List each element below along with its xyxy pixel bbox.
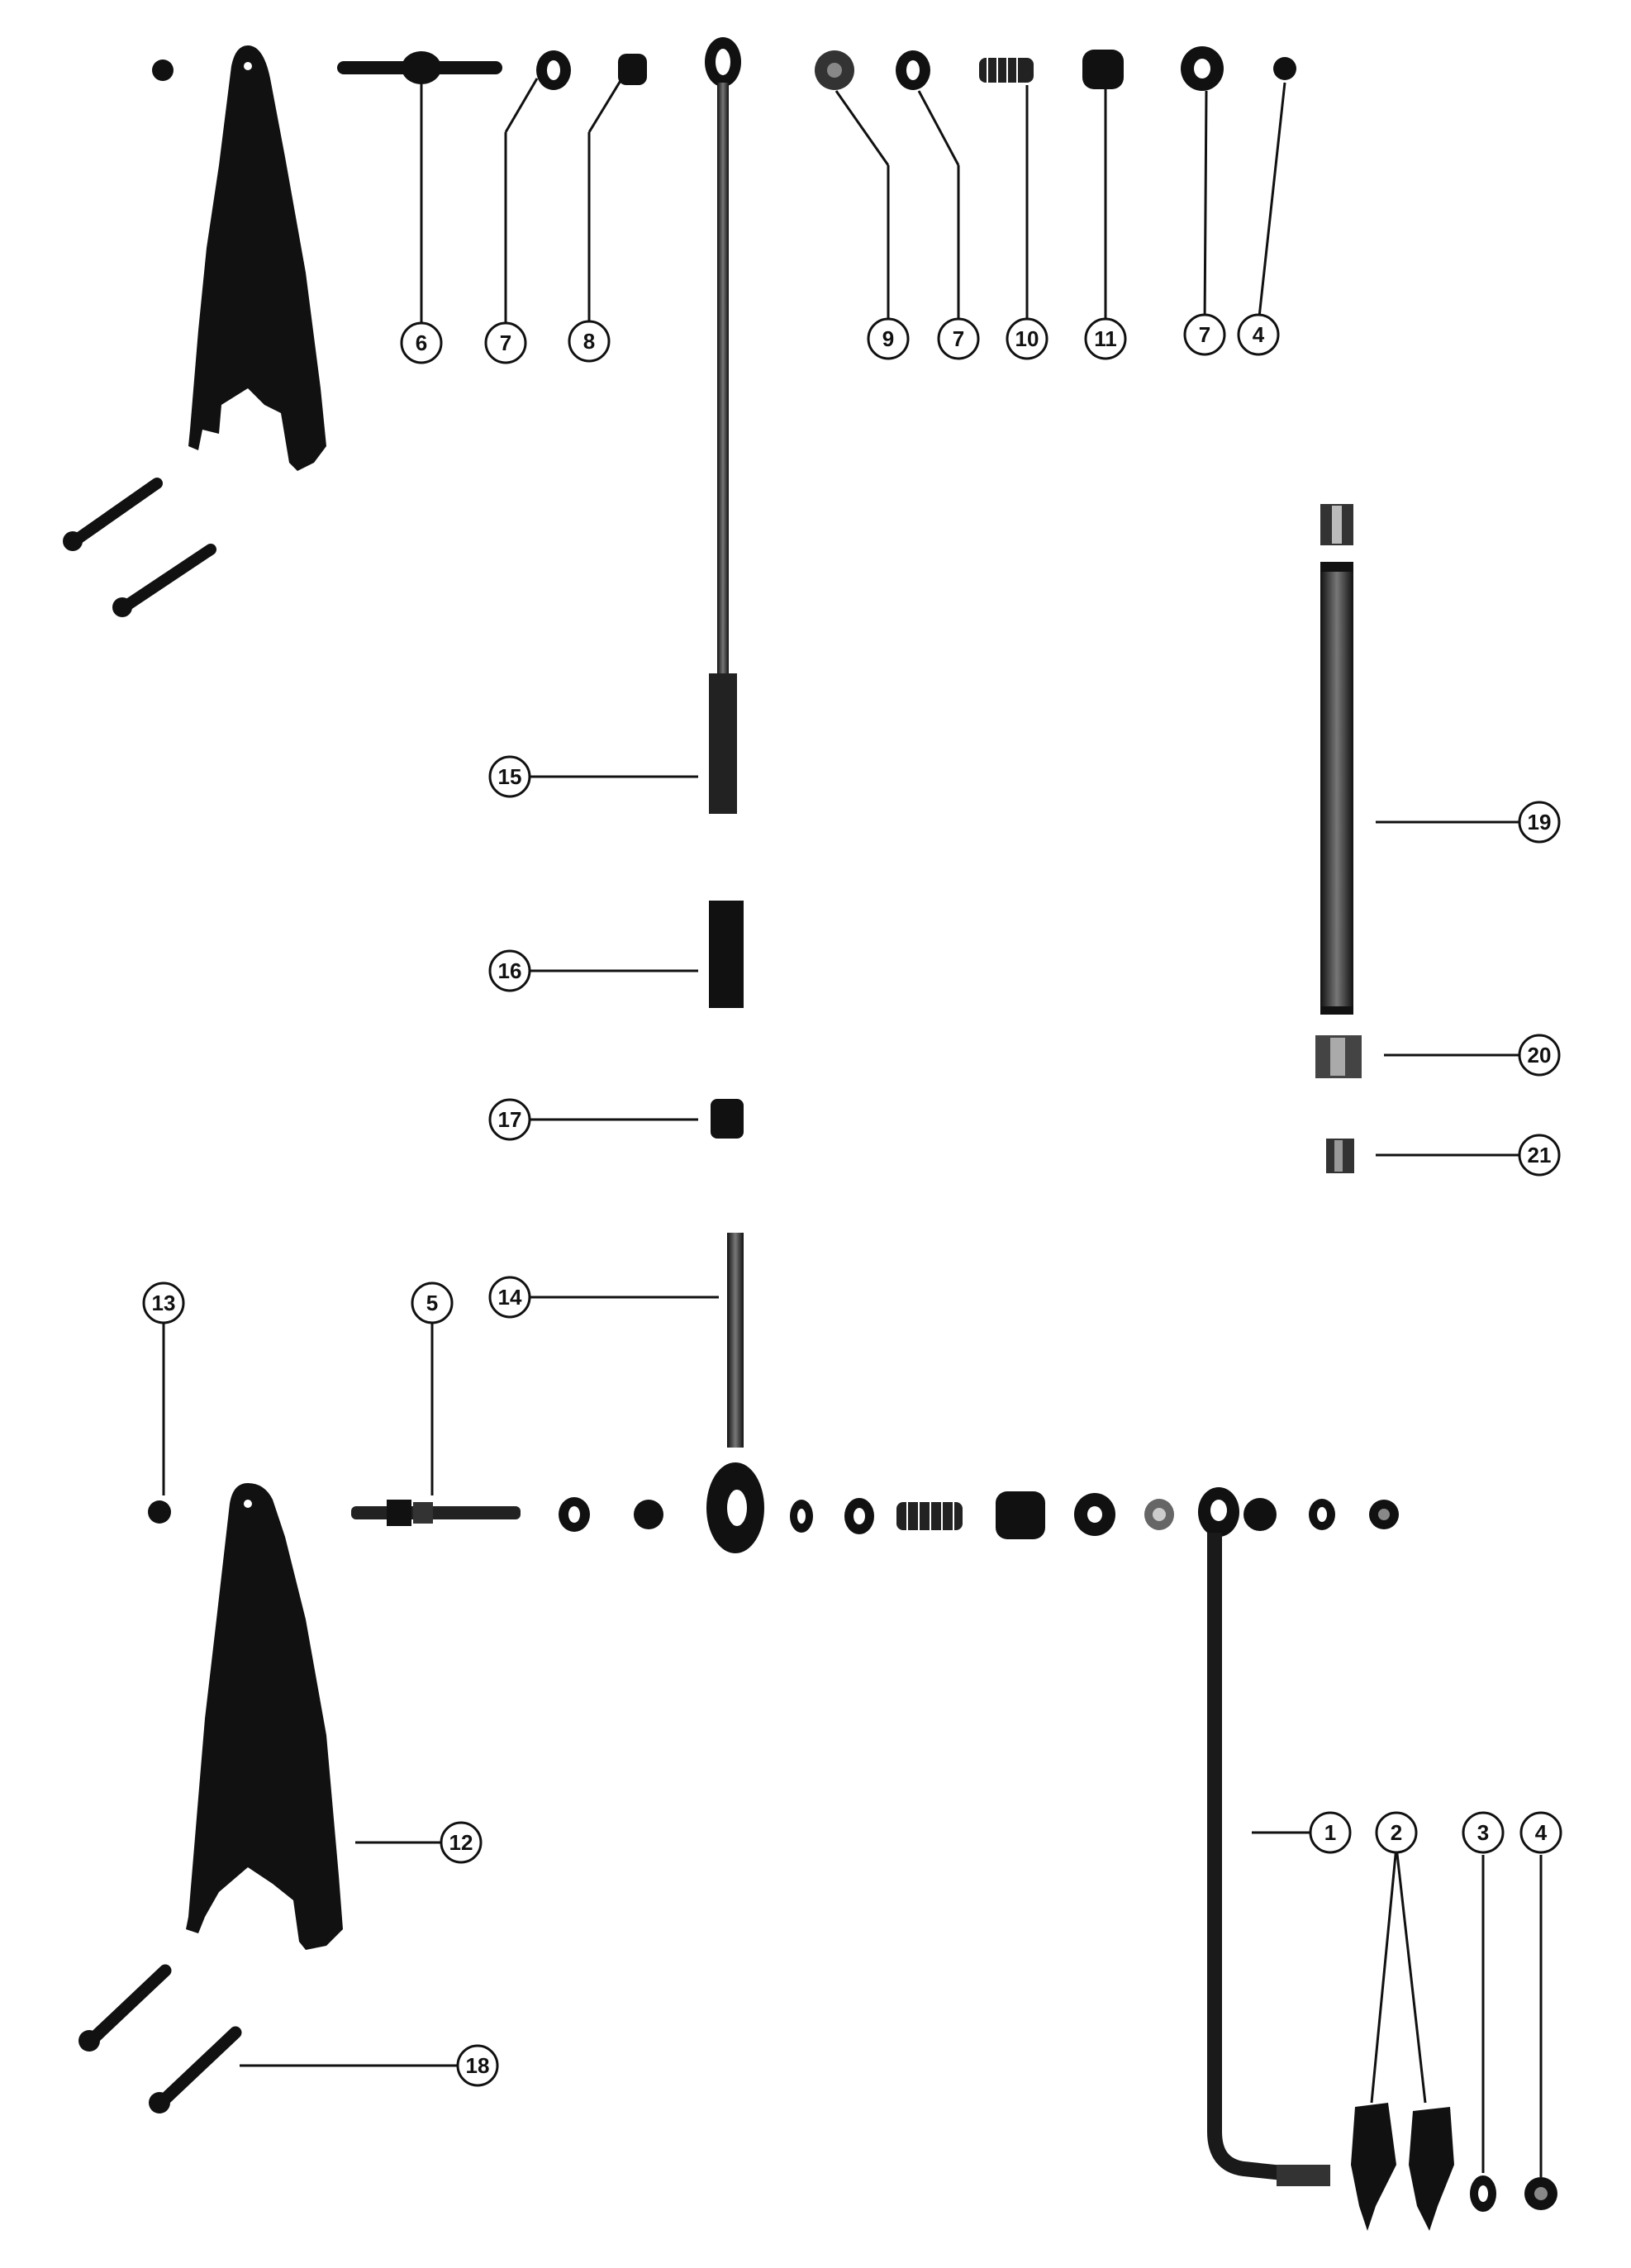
callout-21: 21 — [1518, 1134, 1561, 1177]
svg-text:1: 1 — [1324, 1820, 1336, 1845]
callout-16: 16 — [488, 949, 531, 992]
svg-text:5: 5 — [426, 1291, 438, 1315]
callout-6: 6 — [400, 321, 443, 364]
rod-14 — [706, 1233, 764, 1553]
bushing-8 — [618, 54, 647, 85]
svg-text:13: 13 — [152, 1291, 176, 1315]
rod-1 — [1198, 1487, 1330, 2186]
callout-5: 5 — [411, 1281, 454, 1324]
bushing-11 — [1082, 50, 1124, 89]
spring-lower — [896, 1502, 963, 1530]
sleeve-16 — [709, 901, 744, 1008]
callout-4-lower: 4 — [1519, 1811, 1562, 1854]
stud-5 — [351, 1500, 521, 1526]
svg-text:8: 8 — [583, 329, 595, 354]
callout-18: 18 — [456, 2044, 499, 2087]
svg-text:20: 20 — [1528, 1043, 1552, 1067]
svg-text:11: 11 — [1094, 326, 1117, 351]
callout-17: 17 — [488, 1098, 531, 1141]
callout-3: 3 — [1462, 1811, 1505, 1854]
callout-20: 20 — [1518, 1034, 1561, 1077]
callout-7b: 7 — [937, 317, 980, 360]
svg-text:18: 18 — [466, 2053, 490, 2078]
shift-rod-15 — [705, 37, 741, 814]
upper-fork-lever — [188, 45, 326, 471]
callout-14: 14 — [488, 1276, 531, 1319]
svg-text:7: 7 — [953, 326, 964, 351]
shaft-19 — [1320, 562, 1353, 1015]
callout-10: 10 — [1006, 317, 1048, 360]
svg-text:12: 12 — [449, 1830, 473, 1855]
svg-text:17: 17 — [498, 1107, 522, 1132]
callout-11: 11 — [1084, 317, 1127, 360]
upper-pin — [337, 51, 502, 84]
nut-4-upper — [1273, 57, 1296, 80]
nut-lower-a — [1243, 1498, 1277, 1531]
svg-text:7: 7 — [1199, 322, 1210, 347]
bushing-17 — [711, 1099, 744, 1139]
svg-text:16: 16 — [498, 958, 522, 983]
svg-text:2: 2 — [1391, 1820, 1402, 1845]
nut-13 — [148, 1500, 171, 1524]
callout-12: 12 — [440, 1821, 483, 1864]
svg-text:3: 3 — [1477, 1820, 1489, 1845]
callout-9: 9 — [867, 317, 910, 360]
screws-18 — [78, 1964, 242, 2113]
fork-lever-12 — [186, 1483, 343, 1950]
leader-lines — [162, 64, 1543, 2177]
bushing-lower-a — [634, 1500, 663, 1529]
svg-text:7: 7 — [500, 330, 511, 355]
callout-7a: 7 — [484, 321, 527, 364]
callout-7c: 7 — [1183, 313, 1226, 356]
svg-text:4: 4 — [1253, 322, 1265, 347]
svg-text:15: 15 — [498, 764, 522, 789]
svg-text:19: 19 — [1528, 810, 1552, 834]
svg-text:14: 14 — [498, 1285, 522, 1310]
callout-13: 13 — [142, 1281, 185, 1324]
upper-screws — [63, 478, 216, 617]
callout-1: 1 — [1309, 1811, 1352, 1854]
callout-19: 19 — [1518, 801, 1561, 844]
callout-8: 8 — [568, 320, 611, 363]
svg-text:4: 4 — [1535, 1820, 1548, 1845]
svg-text:10: 10 — [1015, 326, 1039, 351]
clamp-2 — [1351, 2103, 1454, 2231]
svg-text:21: 21 — [1528, 1143, 1552, 1167]
spring-10 — [979, 58, 1034, 83]
svg-text:9: 9 — [882, 326, 894, 351]
callout-4-upper: 4 — [1237, 313, 1280, 356]
upper-small-nut — [152, 59, 174, 81]
svg-text:6: 6 — [416, 330, 427, 355]
bushing-lower-b — [996, 1491, 1045, 1539]
callout-2: 2 — [1375, 1811, 1418, 1854]
callout-15: 15 — [488, 755, 531, 798]
